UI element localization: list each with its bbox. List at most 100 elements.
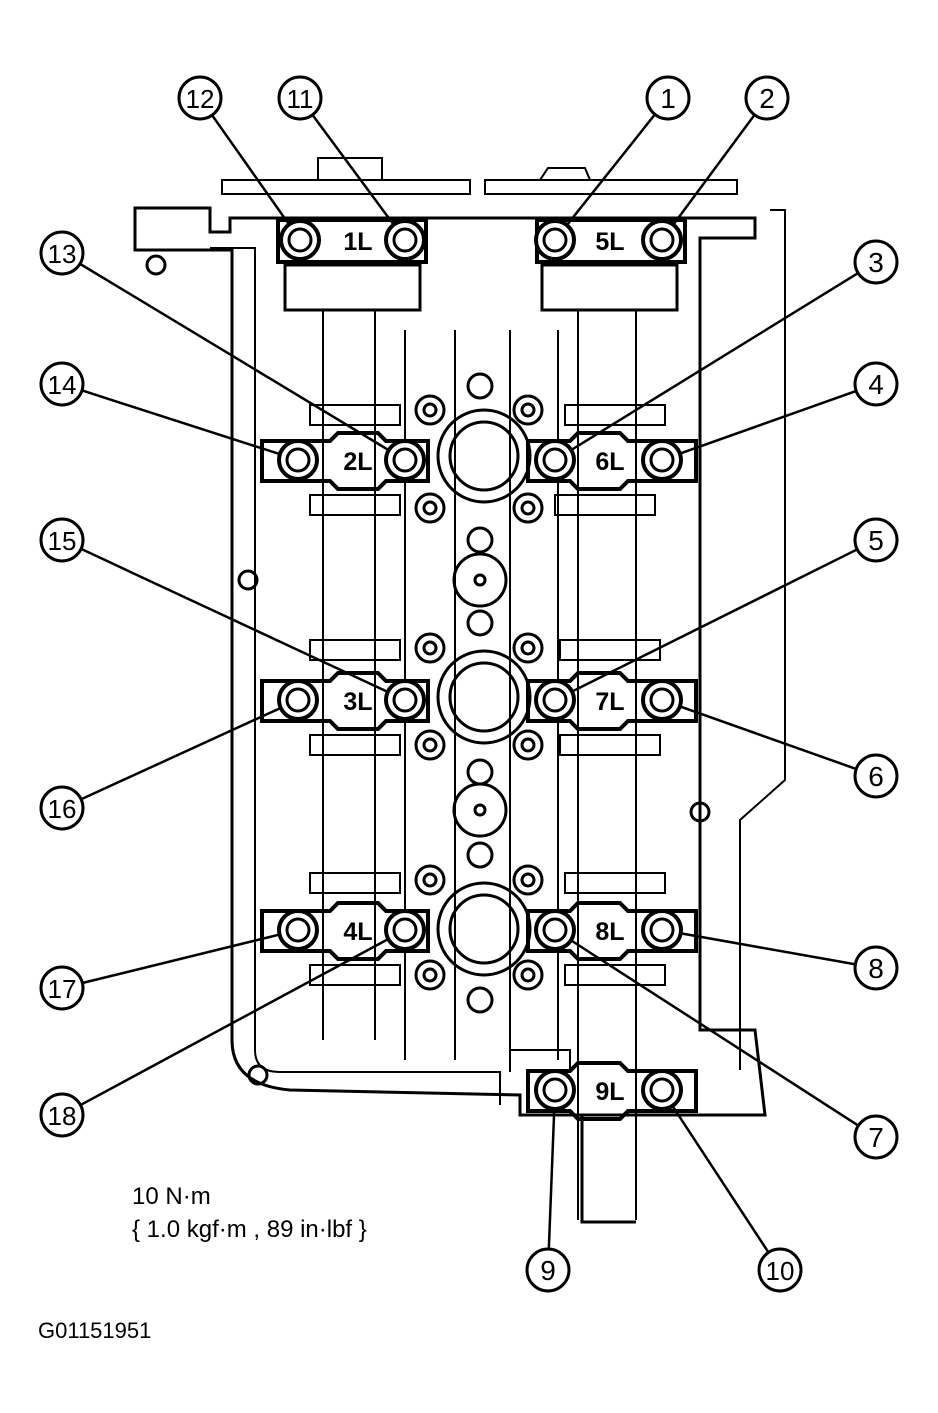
callout-label: 11 [287, 84, 314, 114]
callout-label: 17 [48, 974, 77, 1004]
callout-14: 14 [39, 361, 85, 407]
cap-label-6L: 6L [595, 448, 624, 476]
bolt-3 [534, 439, 576, 481]
callout-1: 1 [645, 75, 691, 121]
bolt-2 [641, 219, 683, 261]
leader-line-8 [679, 931, 855, 966]
callout-label: 12 [186, 84, 215, 114]
callout-17: 17 [39, 965, 85, 1011]
sprocket-hub-right [539, 167, 591, 181]
callout-9: 9 [525, 1247, 571, 1293]
front-cover-left [283, 263, 422, 312]
leader-line-6 [678, 704, 856, 770]
callout-5: 5 [853, 517, 899, 563]
cap-8L-body [526, 901, 698, 961]
bolt-17 [277, 909, 319, 951]
callout-label: 8 [868, 953, 884, 984]
torque-kgf-inlbf: { 1.0 kgf·m , 89 in·lbf } [132, 1216, 367, 1243]
cap-7L-body [526, 671, 698, 731]
sprocket-right [484, 179, 738, 195]
cap-label-7L: 7L [595, 688, 624, 716]
leader-line-18 [80, 937, 390, 1106]
leader-line-5 [570, 548, 857, 694]
callout-label: 15 [48, 526, 77, 556]
callout-4: 4 [853, 361, 899, 407]
callout-18: 18 [39, 1092, 85, 1138]
cylinder-head-outline [133, 206, 767, 1117]
cap-label-5L: 5L [595, 228, 624, 256]
leader-line-7 [569, 938, 859, 1127]
torque-spec: 10 N·m { 1.0 kgf·m , 89 in·lbf } [132, 1180, 367, 1246]
callout-label: 18 [48, 1101, 77, 1131]
bolt-6 [641, 679, 683, 721]
torque-nm: 10 N·m [132, 1183, 211, 1210]
leader-line-10 [670, 1104, 769, 1253]
bolt-14 [277, 439, 319, 481]
bolt-9 [534, 1069, 576, 1111]
cap-4L-body [260, 901, 430, 961]
callout-label: 1 [660, 83, 676, 114]
figure-id: G01151951 [38, 1318, 152, 1343]
callout-12: 12 [177, 75, 223, 121]
front-cover-right [540, 263, 679, 312]
leader-line-13 [80, 263, 391, 452]
bolt-15 [384, 679, 426, 721]
sprocket-left [221, 179, 471, 195]
bolt-5 [534, 679, 576, 721]
cap-9L-body [526, 1061, 698, 1121]
leader-line-16 [81, 706, 283, 800]
bolt-18 [384, 909, 426, 951]
callout-label: 5 [868, 525, 884, 556]
leader-line-4 [678, 390, 856, 456]
cap-3L-body [260, 671, 430, 731]
callout-13: 13 [39, 230, 85, 276]
bolt-16 [277, 679, 319, 721]
bolt-11 [384, 219, 426, 261]
callout-3: 3 [853, 239, 899, 285]
sprocket-hub-left [317, 157, 383, 180]
callout-label: 7 [868, 1122, 884, 1153]
head-right-edge [739, 209, 786, 1070]
cap-label-9L: 9L [595, 1078, 624, 1106]
cap-label-4L: 4L [343, 918, 372, 946]
leader-line-9 [547, 1107, 556, 1249]
bolt-7 [534, 909, 576, 951]
callout-8: 8 [853, 945, 899, 991]
callout-label: 9 [540, 1255, 556, 1286]
leader-line-1 [565, 114, 656, 227]
bolt-8 [641, 909, 683, 951]
callout-2: 2 [744, 75, 790, 121]
cap-2L-body [260, 431, 430, 491]
callout-label: 3 [868, 247, 884, 278]
cap-label-1L: 1L [343, 228, 372, 256]
callout-10: 10 [757, 1247, 803, 1293]
callout-6: 6 [853, 753, 899, 799]
callout-label: 2 [759, 83, 775, 114]
cap-label-8L: 8L [595, 918, 624, 946]
callout-16: 16 [39, 785, 85, 831]
cap-6L-body [526, 431, 698, 491]
bolt-12 [279, 219, 321, 261]
bolt-10 [641, 1069, 683, 1111]
cap-label-2L: 2L [343, 448, 372, 476]
leader-line-2 [671, 114, 755, 227]
bolt-4 [641, 439, 683, 481]
callout-7: 7 [853, 1114, 899, 1160]
bolt-1 [534, 219, 576, 261]
cap-label-3L: 3L [343, 688, 372, 716]
callout-11: 11 [277, 75, 323, 121]
leader-line-14 [82, 389, 282, 456]
leader-line-11 [312, 114, 396, 227]
callout-label: 14 [48, 370, 77, 400]
callout-label: 4 [868, 369, 884, 400]
callout-15: 15 [39, 517, 85, 563]
leader-line-12 [211, 115, 291, 227]
leader-line-15 [81, 548, 390, 694]
callout-label: 6 [868, 761, 884, 792]
leader-line-17 [83, 933, 281, 984]
leader-line-3 [569, 272, 858, 452]
callout-label: 16 [48, 794, 77, 824]
cap-1L-body [276, 218, 428, 264]
bolt-13 [384, 439, 426, 481]
